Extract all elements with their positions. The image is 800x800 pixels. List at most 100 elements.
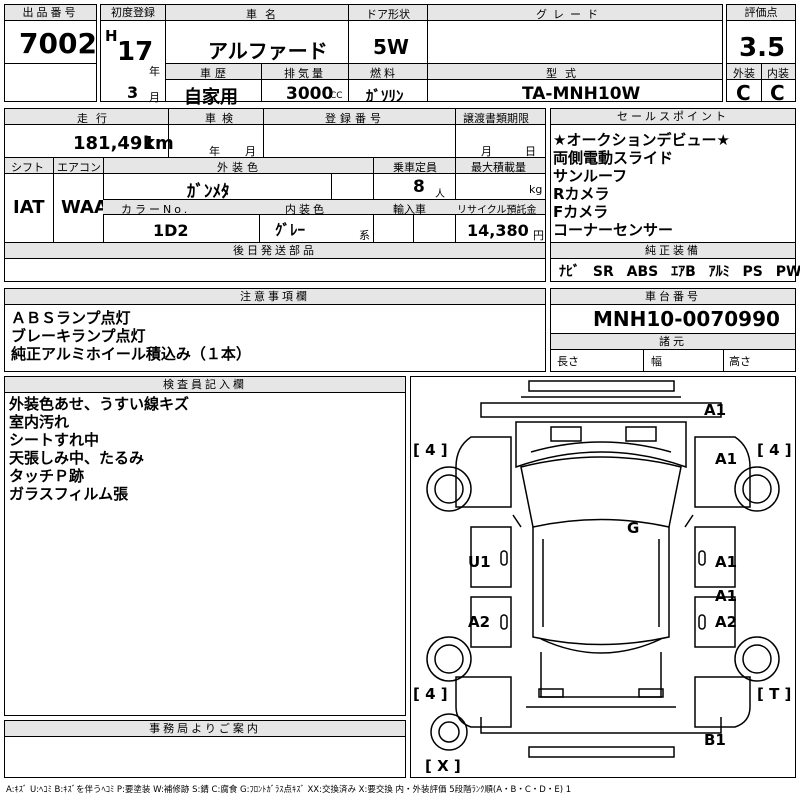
- mark-b1: B1: [704, 731, 726, 749]
- first-reg-month: 3: [127, 83, 139, 102]
- inspector-item: 室内汚れ: [9, 413, 70, 431]
- mark-g: G: [627, 519, 639, 537]
- office-box: 事務局よりご案内: [4, 720, 406, 778]
- mark-a1-hood: A1: [715, 450, 737, 468]
- first-reg-year: 17: [117, 37, 154, 67]
- height-label: 高さ: [729, 355, 751, 368]
- year-unit: 年: [149, 65, 160, 78]
- recycle-fee: 14,380: [467, 221, 529, 240]
- inspector-item: 天張しみ中、たるみ: [9, 449, 145, 467]
- spare-tire: [ X ]: [425, 757, 461, 775]
- sales-points-label: セールスポイント: [551, 109, 795, 125]
- car-diagram: A1 A1 G U1 A1 A1 A2 A2 B1 [ 4 ] [ 4 ] [ …: [413, 380, 792, 775]
- inspection-month-unit: 月: [245, 145, 256, 158]
- equipment-item: PS: [742, 264, 763, 280]
- tire-rear-left: [ 4 ]: [413, 685, 448, 703]
- history-label: 車歴: [200, 67, 230, 80]
- month-unit: 月: [149, 91, 160, 104]
- inspector-item: ガラスフィルム張: [9, 485, 129, 503]
- capacity-unit: 人: [435, 189, 445, 200]
- sales-point-item: 両側電動スライド: [553, 149, 674, 167]
- inspection-year-unit: 年: [209, 145, 220, 158]
- note-item: ＡＢＳランプ点灯: [11, 309, 131, 327]
- chassis-label: 車台番号: [551, 289, 795, 305]
- inspector-item: タッチＰ跡: [9, 467, 85, 485]
- history: 自家用: [184, 87, 238, 108]
- equipment-item: ｴｱB: [671, 264, 696, 280]
- mark-a2-left: A2: [468, 613, 490, 631]
- tire-front-left: [ 4 ]: [413, 441, 448, 459]
- displacement-label: 排気量: [284, 67, 326, 80]
- exterior-color: ｶﾞﾝﾒﾀ: [187, 182, 230, 202]
- displacement: 3000: [286, 84, 334, 104]
- transfer-month-unit: 月: [481, 145, 492, 158]
- mileage-label: 走行: [77, 112, 115, 125]
- capacity-label: 乗車定員: [393, 161, 437, 174]
- vehicle-main-box: 車名 ドア形状 グレード アルファード 5W 車歴 排気量 燃料 型式 自家用 …: [165, 4, 723, 108]
- shift: IAT: [13, 197, 45, 218]
- first-reg-label: 初度登録: [101, 5, 165, 21]
- equipment-item: ｱﾙﾐ: [708, 264, 730, 280]
- sales-point-item: Fカメラ: [553, 203, 609, 221]
- door-label: ドア形状: [366, 8, 410, 21]
- score-label: 評価点: [727, 5, 795, 21]
- color-label: 外装色: [217, 161, 262, 174]
- grade-label: グレード: [536, 8, 604, 21]
- equipment-item: ﾅﾋﾞ: [559, 264, 580, 280]
- recycle-label: リサイクル預託金: [457, 205, 537, 216]
- ac-label: エアコン: [57, 161, 101, 174]
- chassis-number: MNH10-0070990: [593, 307, 780, 331]
- inspector-item: シートすれ中: [9, 431, 100, 449]
- exterior-label: 外装: [733, 67, 755, 80]
- sales-point-item: Rカメラ: [553, 185, 610, 203]
- score: 3.5: [739, 33, 786, 63]
- office-label: 事務局よりご案内: [5, 721, 405, 737]
- model: TA-MNH10W: [522, 84, 641, 104]
- door-type: 5W: [373, 35, 409, 59]
- reg-label: 登録番号: [325, 112, 385, 125]
- legend: A:ｷｽﾞ U:ﾍｺﾐ B:ｷｽﾞを伴うﾍｺﾐ P:要塗装 W:補修跡 S:錆 …: [6, 785, 572, 795]
- load-unit: kg: [529, 183, 543, 196]
- spec-label: 諸元: [551, 334, 795, 350]
- load-label: 最大積載量: [471, 161, 526, 174]
- km-unit: km: [143, 133, 174, 154]
- details-box: 走行 車検 登録番号 譲渡書類期限 181,491 km 年 月 月 日 シフト…: [4, 108, 546, 282]
- capacity: 8: [413, 177, 425, 197]
- later-parts-label: 後日発送部品: [5, 243, 545, 259]
- model-label: 型式: [546, 67, 584, 80]
- cc-unit: CC: [330, 91, 343, 101]
- note-item: ブレーキランプ点灯: [11, 327, 146, 345]
- transfer-day-unit: 日: [525, 145, 536, 158]
- lot-box: 出品番号 7002: [4, 4, 97, 102]
- inspector-label: 検査員記入欄: [5, 377, 405, 393]
- mark-a1-right: A1: [715, 553, 737, 571]
- mark-u1: U1: [468, 553, 491, 571]
- equipment-label: 純正装備: [551, 243, 795, 259]
- car-name-label: 車名: [246, 8, 284, 21]
- tire-rear-right: [ T ]: [757, 685, 791, 703]
- damage-diagram-box: A1 A1 G U1 A1 A1 A2 A2 B1 [ 4 ] [ 4 ] [ …: [410, 376, 796, 778]
- color-no-label: カラーNo.: [121, 203, 191, 216]
- import-label: 輸入車: [393, 203, 426, 216]
- inspector-list: 外装色あせ、うすい線キズ 室内汚れ シートすれ中 天張しみ中、たるみ タッチＰ跡…: [9, 395, 189, 503]
- exterior-grade: C: [736, 81, 751, 105]
- interior-color-label: 内装色: [285, 203, 327, 216]
- car-name: アルファード: [208, 39, 328, 63]
- mileage: 181,491: [73, 133, 155, 154]
- tire-front-right: [ 4 ]: [757, 441, 792, 459]
- mark-a1-right2: A1: [715, 587, 737, 605]
- sales-points-list: ★オークションデビュー★ 両側電動スライド サンルーフ Rカメラ Fカメラ コー…: [553, 131, 730, 239]
- equipment-item: SR: [592, 264, 614, 280]
- lot-label: 出品番号: [5, 5, 96, 21]
- sales-point-item: コーナーセンサー: [553, 221, 674, 239]
- inspection-label: 車検: [205, 112, 239, 125]
- era: H: [105, 27, 118, 45]
- first-registration-box: 初度登録 H 17 年 3 月: [100, 4, 166, 104]
- chassis-box: 車台番号 MNH10-0070990 諸元 長さ 幅 高さ: [550, 288, 796, 372]
- shift-label: シフト: [11, 161, 44, 174]
- equipment-item: PW: [775, 264, 800, 280]
- lot-number: 7002: [19, 27, 97, 60]
- interior-color: ｸﾞﾚｰ: [275, 221, 306, 239]
- equipment-item: ABS: [626, 264, 659, 280]
- fuel: ｶﾞｿﾘﾝ: [366, 87, 404, 105]
